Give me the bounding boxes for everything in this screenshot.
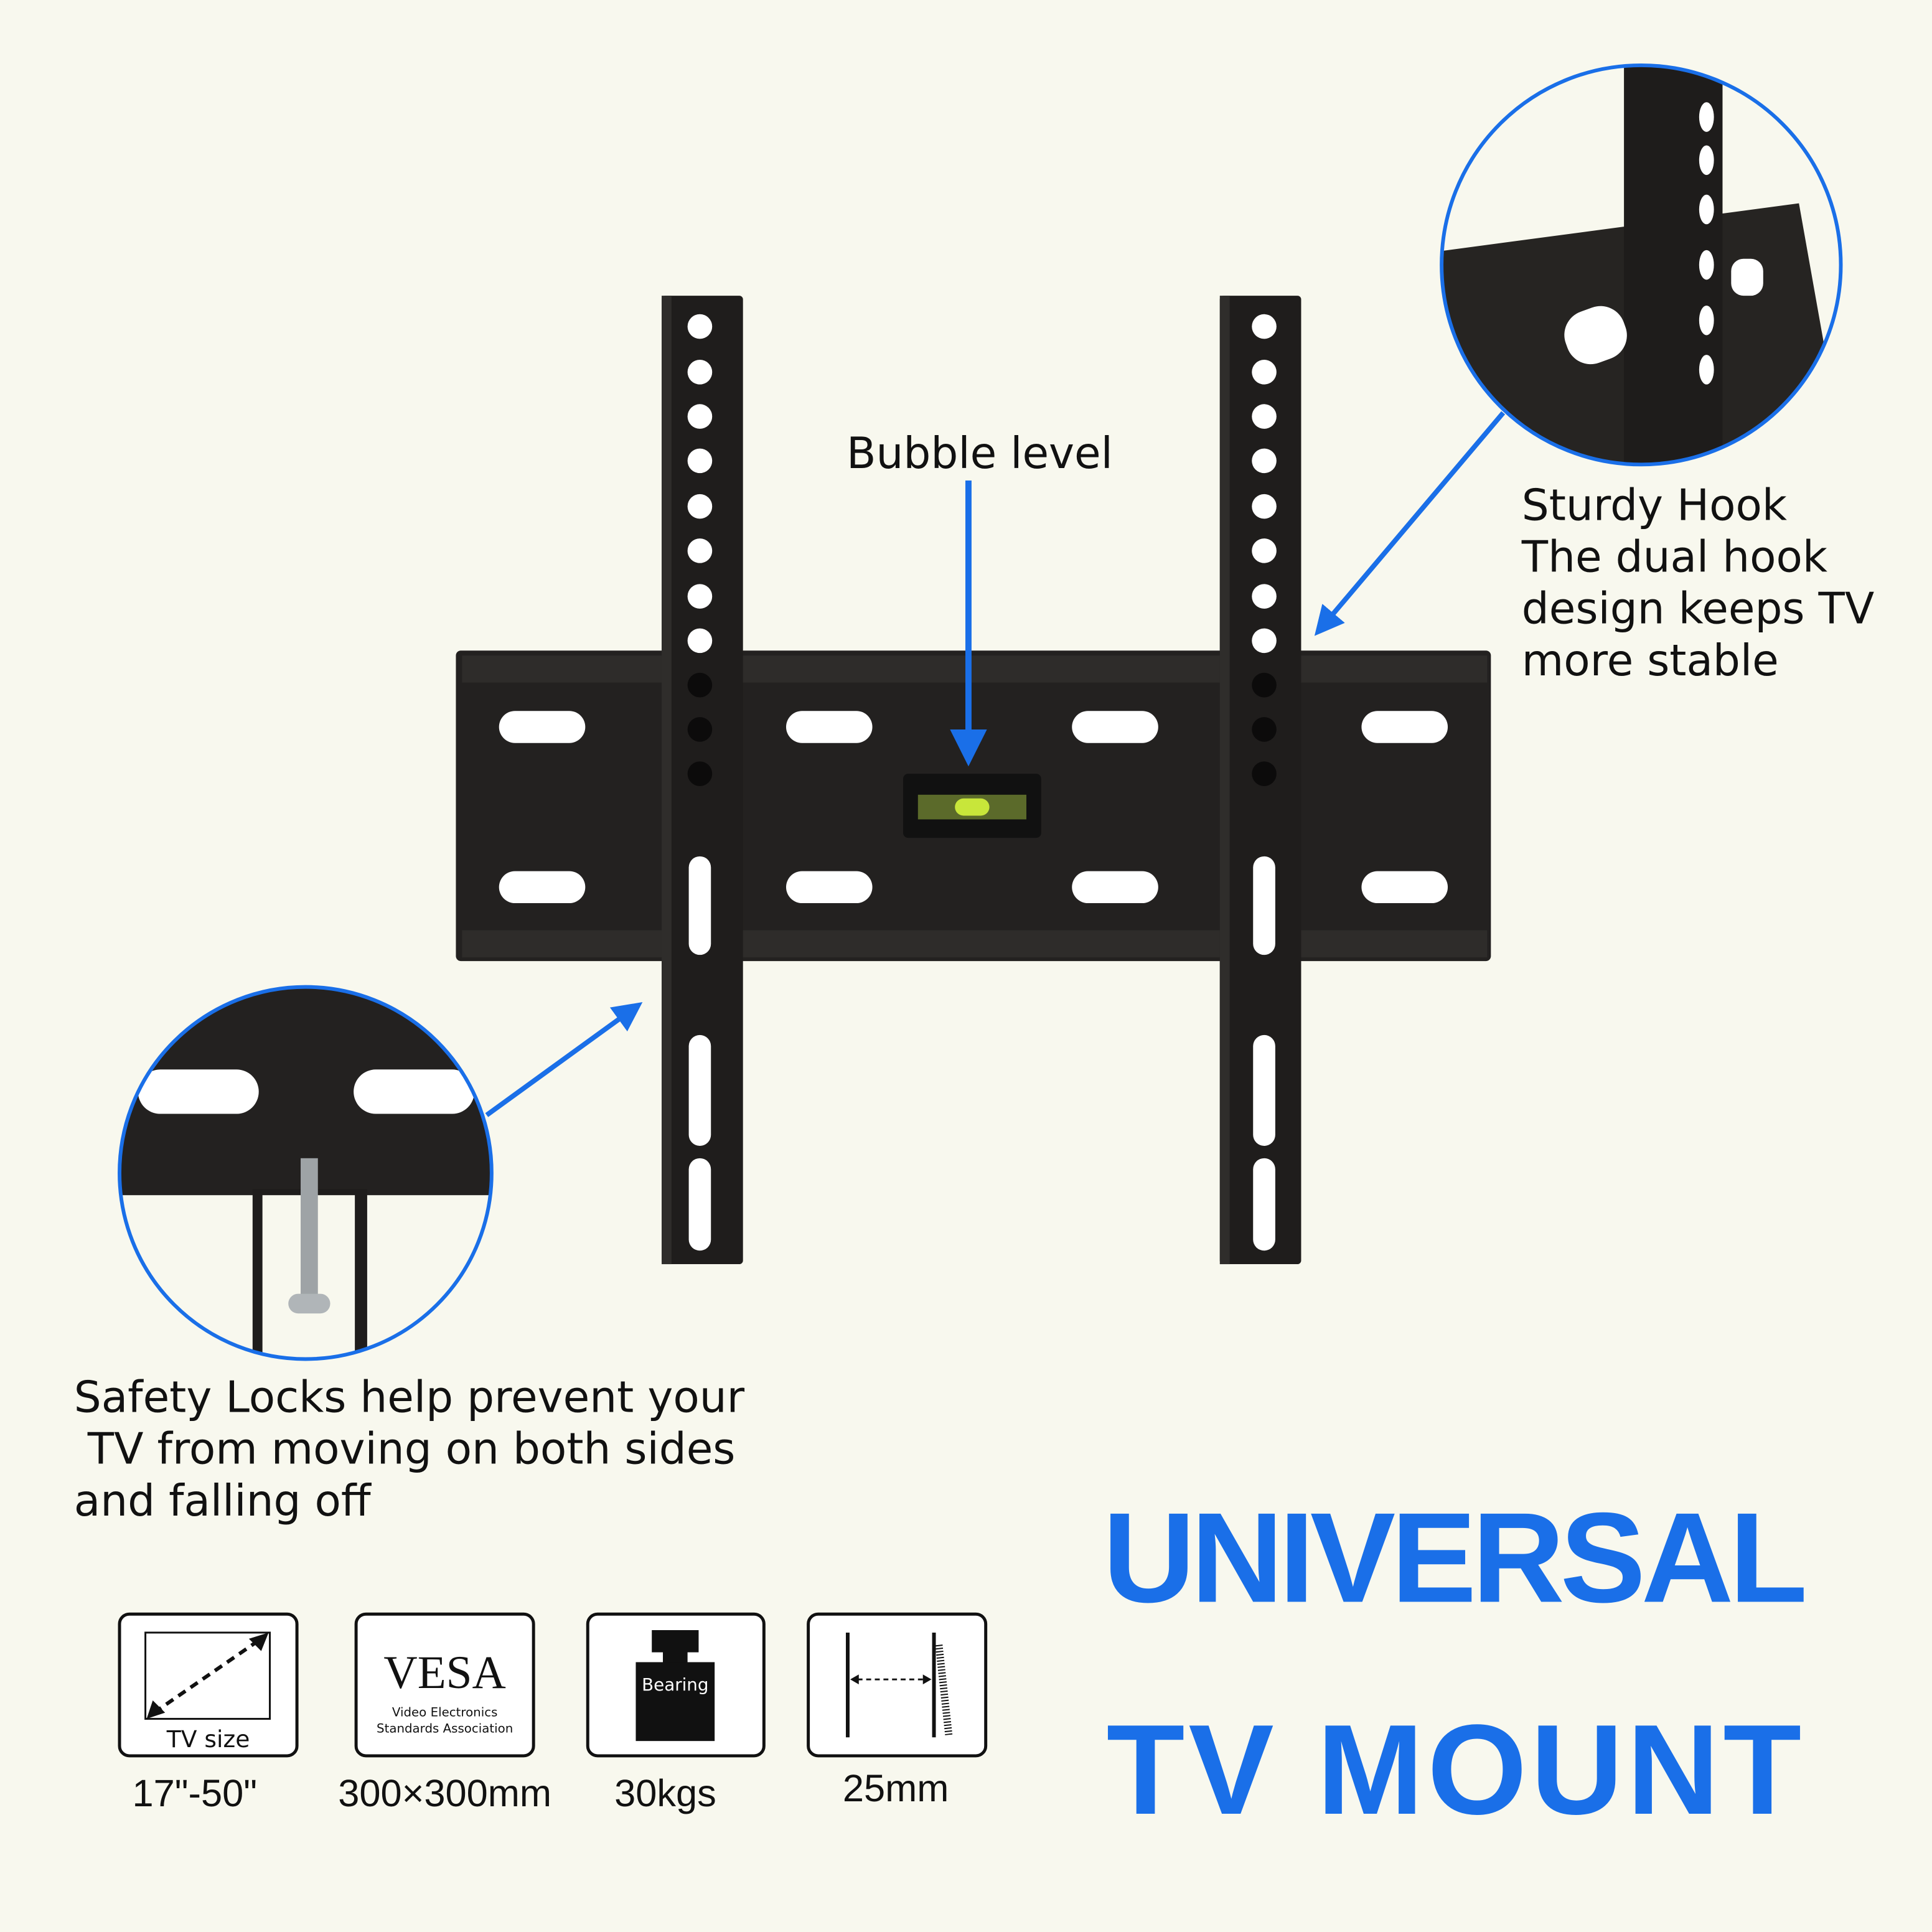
caption-line: Safety Locks help prevent your xyxy=(74,1373,745,1423)
arm-hole xyxy=(687,494,713,519)
plate-slots xyxy=(499,711,1448,904)
arm-hole xyxy=(1252,584,1277,609)
headline-line2: TV MOUNT xyxy=(1107,1698,1801,1841)
hook-hole xyxy=(1699,102,1714,132)
arm-slot xyxy=(688,856,711,955)
arm-hole xyxy=(1252,628,1277,654)
arm-hole xyxy=(687,448,713,474)
arm-slot xyxy=(1253,1158,1275,1251)
safety-lock-caption: Safety Locks help prevent your TV from m… xyxy=(74,1373,745,1526)
arm-slot xyxy=(1253,1034,1275,1147)
safety-lock-detail xyxy=(118,985,494,1361)
plate-slot xyxy=(785,711,873,743)
arm-slot xyxy=(688,1034,711,1147)
arm-hole xyxy=(687,672,713,698)
arm-hole xyxy=(1252,360,1277,385)
hook-hole xyxy=(1699,250,1714,280)
tv-size-label: TV size xyxy=(166,1725,250,1753)
caption-line: and falling off xyxy=(74,1476,372,1526)
arm-hole xyxy=(1252,761,1277,786)
weight-icon xyxy=(635,1630,715,1742)
sturdy-hook-arrow xyxy=(1314,411,1506,636)
arm-hole xyxy=(687,584,713,609)
hook-hole xyxy=(1699,355,1714,385)
caption-line: TV from moving on both sides xyxy=(74,1425,736,1475)
arm-hole xyxy=(1252,314,1277,339)
plate-slot xyxy=(1072,711,1158,743)
plate-slot xyxy=(499,711,586,743)
spec-vesa: VESA Video Electronics Standards Associa… xyxy=(338,1612,551,1815)
vesa-subtitle: Standards Association xyxy=(377,1721,513,1735)
plate-slot xyxy=(1361,711,1448,743)
arm-hole xyxy=(1252,717,1277,742)
tv-size-icon xyxy=(144,1631,271,1720)
arm-hole xyxy=(1252,404,1277,429)
weight-value: 30kgs xyxy=(614,1772,716,1815)
caption-line: design keeps TV xyxy=(1522,584,1874,634)
headline-line1: UNIVERSAL xyxy=(1103,1486,1808,1629)
arm-hole xyxy=(1252,538,1277,563)
arm-hole xyxy=(687,404,713,429)
arm-slot xyxy=(1253,856,1275,955)
arm-slot xyxy=(688,1158,711,1251)
arm-hole xyxy=(687,717,713,742)
arm-hole xyxy=(687,538,713,563)
caption-line: more stable xyxy=(1522,636,1779,686)
bubble-level xyxy=(903,774,1041,838)
sturdy-hook-caption: Sturdy Hook The dual hook design keeps T… xyxy=(1521,481,1874,685)
arm-hole xyxy=(1252,672,1277,698)
plate-slot xyxy=(499,871,586,904)
arm-hole xyxy=(687,761,713,786)
bearing-label: Bearing xyxy=(642,1674,708,1695)
safety-lock-arrow xyxy=(485,1002,643,1117)
arm-holes xyxy=(687,314,1277,1251)
hook-hole xyxy=(1699,145,1714,176)
spec-weight: Bearing 30kgs xyxy=(586,1612,766,1815)
caption-line: Sturdy Hook xyxy=(1522,481,1787,530)
wall-distance-icon xyxy=(845,1632,953,1738)
vesa-value: 300×300mm xyxy=(338,1772,551,1815)
vesa-logo: VESA xyxy=(383,1647,505,1699)
arm-hole xyxy=(1252,494,1277,519)
wall-distance-value: 25mm xyxy=(843,1767,949,1810)
spec-wall-distance: 25mm xyxy=(807,1612,988,1810)
arm-hole xyxy=(1252,448,1277,474)
plate-slot xyxy=(1361,871,1448,904)
bubble-level-label: Bubble level xyxy=(846,429,1113,479)
arm-hole xyxy=(687,628,713,654)
vesa-subtitle: Video Electronics xyxy=(392,1705,498,1720)
plate-slot xyxy=(1072,871,1158,904)
arm-hole xyxy=(687,360,713,385)
spec-tv-size: TV size 17"-50" xyxy=(118,1612,299,1815)
arm-hole xyxy=(687,314,713,339)
hook-hole xyxy=(1699,305,1714,335)
plate-slot xyxy=(785,871,873,904)
tv-size-value: 17"-50" xyxy=(133,1772,258,1815)
sturdy-hook-detail xyxy=(1440,63,1843,467)
caption-line: The dual hook xyxy=(1521,533,1827,583)
hook-hole xyxy=(1699,194,1714,225)
